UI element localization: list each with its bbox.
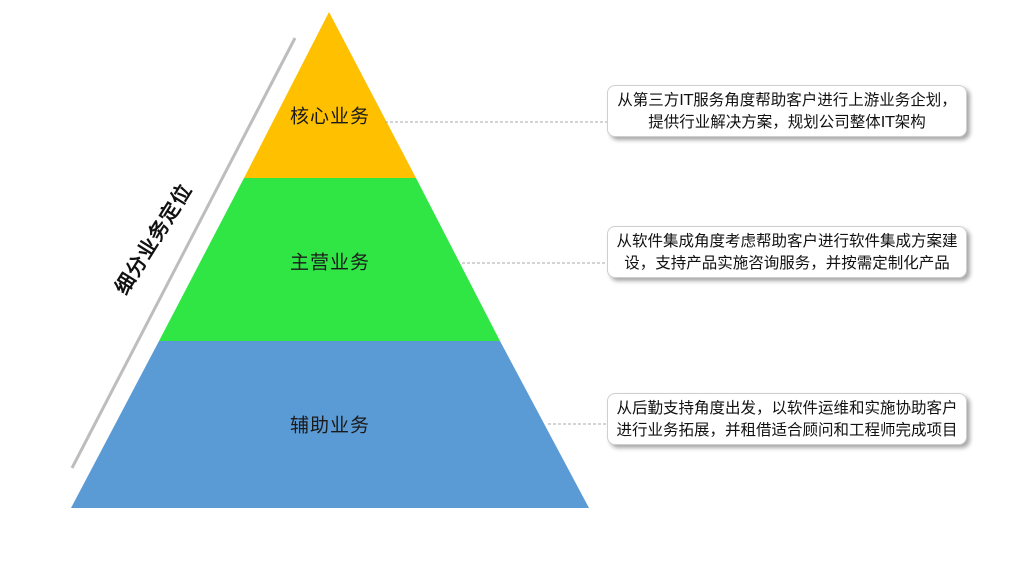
description-main: 从软件集成角度考虑帮助客户进行软件集成方案建设，支持产品实施咨询服务，并按需定制…	[607, 226, 967, 278]
tier-main-shape	[159, 178, 500, 341]
tier-core-shape	[244, 12, 416, 178]
tier-support-shape	[71, 341, 589, 508]
description-support: 从后勤支持角度出发，以软件运维和实施协助客户进行业务拓展，并租借适合顾问和工程师…	[607, 393, 967, 445]
tier-main-label: 主营业务	[289, 251, 371, 274]
description-core: 从第三方IT服务角度帮助客户进行上游业务企划，提供行业解决方案，规划公司整体IT…	[607, 85, 967, 137]
side-divider-line	[70, 37, 297, 469]
tier-core-label: 核心业务	[289, 105, 371, 128]
tier-support-label: 辅助业务	[289, 414, 371, 437]
